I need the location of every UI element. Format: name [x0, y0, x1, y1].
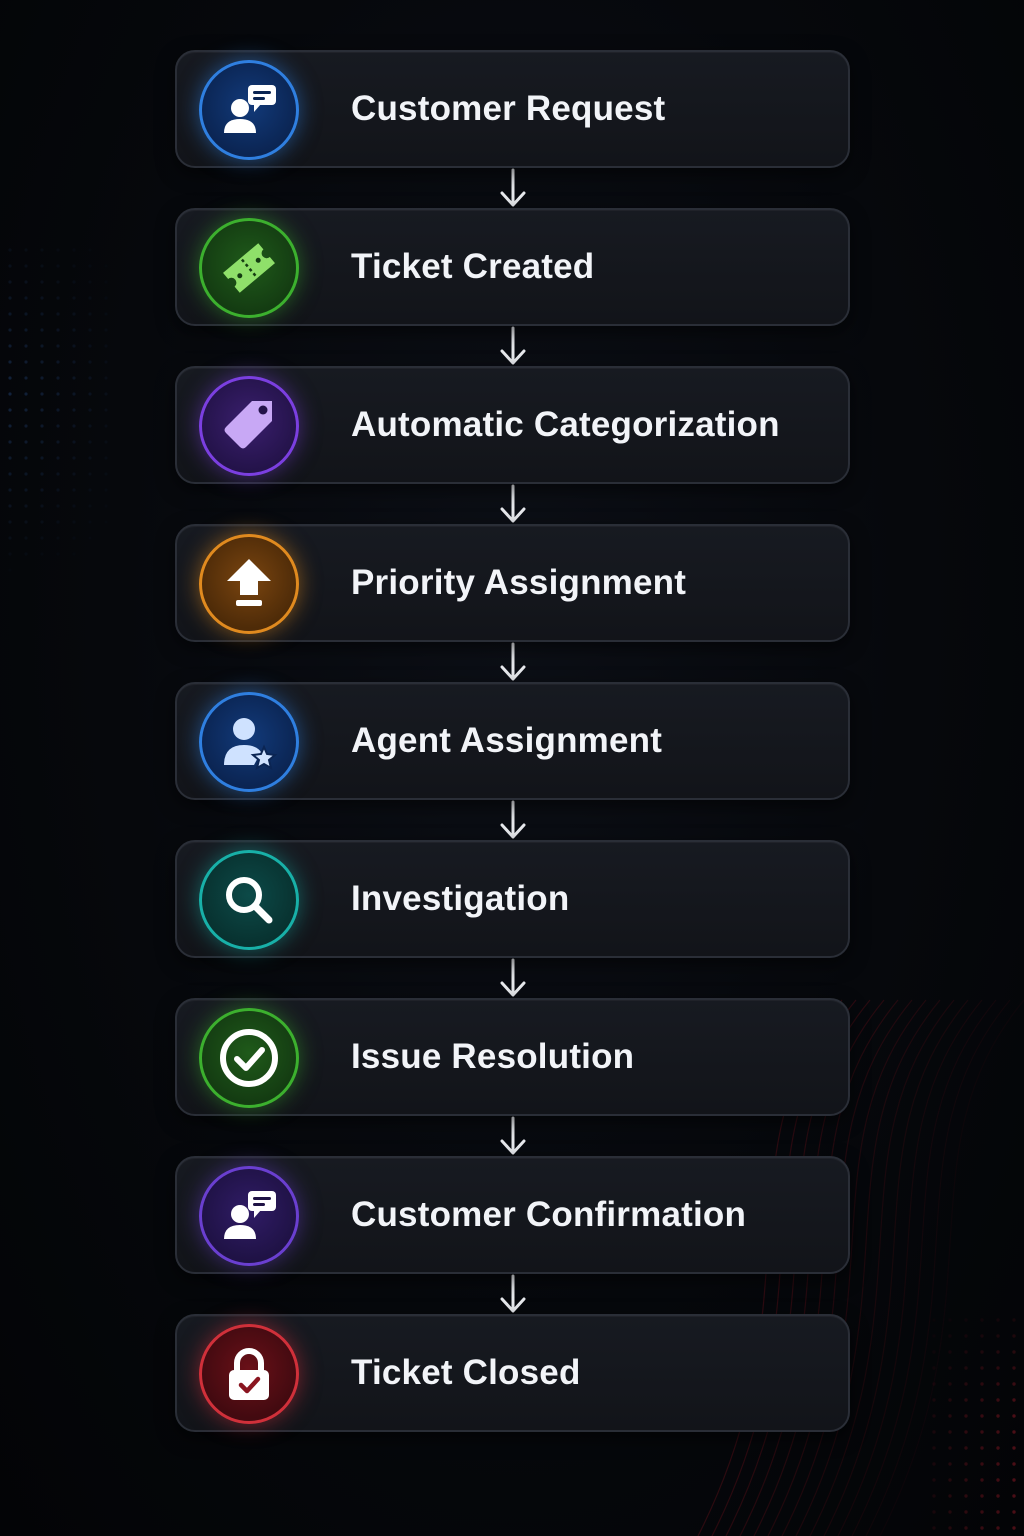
upload-arrow-icon: [199, 534, 299, 634]
step-label: Ticket Closed: [351, 1353, 581, 1392]
step-label: Priority Assignment: [351, 563, 687, 602]
check-circle-icon: [199, 1008, 299, 1108]
arrow-down-icon: [175, 326, 850, 366]
ticket-icon: [199, 218, 299, 318]
step-label: Automatic Categorization: [351, 405, 780, 444]
step-label: Issue Resolution: [351, 1037, 635, 1076]
customer-chat-icon: [199, 1166, 299, 1266]
step-label: Ticket Created: [351, 247, 595, 286]
arrow-down-icon: [175, 168, 850, 208]
step-issue-resolution: Issue Resolution: [175, 998, 850, 1116]
search-icon: [199, 850, 299, 950]
step-ticket-created: Ticket Created: [175, 208, 850, 326]
step-label: Customer Confirmation: [351, 1195, 747, 1234]
step-customer-request: Customer Request: [175, 50, 850, 168]
arrow-down-icon: [175, 1274, 850, 1314]
arrow-down-icon: [175, 958, 850, 998]
step-priority-assignment: Priority Assignment: [175, 524, 850, 642]
step-label: Agent Assignment: [351, 721, 663, 760]
lock-check-icon: [199, 1324, 299, 1424]
step-customer-confirmation: Customer Confirmation: [175, 1156, 850, 1274]
step-agent-assignment: Agent Assignment: [175, 682, 850, 800]
arrow-down-icon: [175, 484, 850, 524]
step-label: Customer Request: [351, 89, 666, 128]
step-label: Investigation: [351, 879, 570, 918]
arrow-down-icon: [175, 642, 850, 682]
arrow-down-icon: [175, 1116, 850, 1156]
step-ticket-closed: Ticket Closed: [175, 1314, 850, 1432]
customer-chat-icon: [199, 60, 299, 160]
agent-star-icon: [199, 692, 299, 792]
tag-icon: [199, 376, 299, 476]
step-investigation: Investigation: [175, 840, 850, 958]
step-automatic-categorization: Automatic Categorization: [175, 366, 850, 484]
workflow-diagram: Customer Request Ticket Created: [175, 50, 850, 1432]
arrow-down-icon: [175, 800, 850, 840]
